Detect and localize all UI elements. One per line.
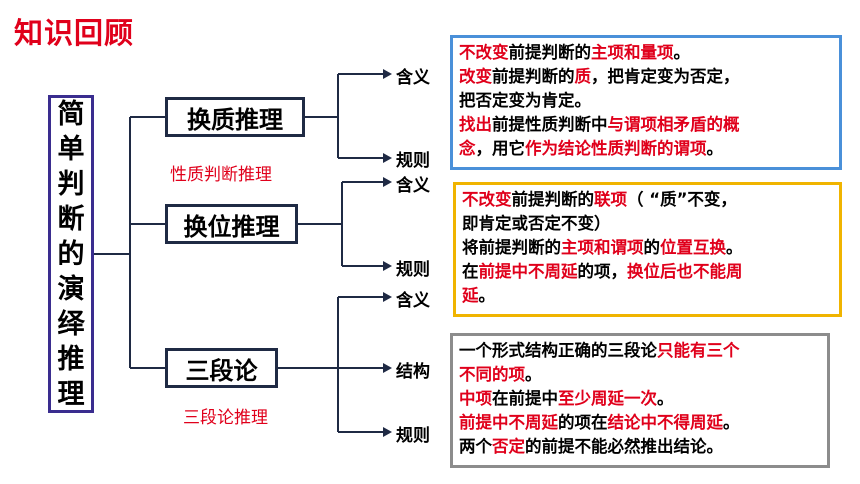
panel-line: 即肯定或否定不变）	[462, 214, 611, 233]
leaf-label: 结构	[396, 362, 430, 382]
panel-line: 念，用它作为结论性质判断的谓项。	[459, 139, 723, 158]
branch-node-obversion: 换质推理	[165, 97, 305, 137]
panel-line: 将前提判断的主项和谓项的位置互换。	[462, 238, 743, 257]
root-char: 的	[57, 238, 85, 270]
branch-subtitle: 三段论推理	[183, 408, 268, 428]
root-char: 判	[57, 168, 85, 200]
panel-line: 改变前提判断的质，把肯定变为否定，	[459, 67, 740, 86]
root-node: 简 单 判 断 的 演 绎 推 理	[48, 95, 94, 413]
panel-conversion: 不改变前提判断的联项（ “质”不变， 即肯定或否定不变） 将前提判断的主项和谓项…	[453, 182, 842, 317]
panel-line: 延。	[462, 286, 495, 305]
root-char: 推	[57, 343, 85, 375]
panel-line: 找出前提性质判断中与谓项相矛盾的概	[459, 115, 740, 134]
panel-obversion: 不改变前提判断的主项和量项。 改变前提判断的质，把肯定变为否定， 把否定变为肯定…	[450, 35, 842, 170]
branch-node-syllogism: 三段论	[165, 348, 278, 388]
root-char: 单	[57, 133, 85, 165]
root-char: 演	[57, 273, 85, 305]
leaf-label: 含义	[396, 176, 430, 196]
panel-line: 两个否定的前提不能必然推出结论。	[459, 437, 723, 456]
leaf-label: 规则	[396, 151, 430, 171]
leaf-label: 含义	[396, 68, 430, 88]
panel-line: 把否定变为肯定。	[459, 91, 591, 110]
branch-node-conversion: 换位推理	[165, 204, 298, 244]
root-char: 断	[57, 203, 85, 235]
panel-line: 一个形式结构正确的三段论只能有三个	[459, 341, 740, 360]
root-char: 绎	[57, 308, 85, 340]
panel-line: 不改变前提判断的联项（ “质”不变，	[462, 190, 737, 209]
panel-line: 中项在前提中至少周延一次。	[459, 389, 674, 408]
leaf-label: 含义	[396, 291, 430, 311]
leaf-label: 规则	[396, 426, 430, 446]
panel-line: 在前提中不周延的项，换位后也不能周	[462, 262, 743, 281]
branch-subtitle: 性质判断推理	[170, 165, 272, 185]
leaf-label: 规则	[396, 260, 430, 280]
page-title: 知识回顾	[14, 16, 135, 50]
panel-line: 前提中不周延的项在结论中不得周延。	[459, 413, 740, 432]
panel-line: 不同的项。	[459, 365, 542, 384]
root-char: 理	[57, 378, 85, 410]
panel-line: 不改变前提判断的主项和量项。	[459, 43, 690, 62]
root-char: 简	[57, 98, 85, 130]
panel-syllogism: 一个形式结构正确的三段论只能有三个 不同的项。 中项在前提中至少周延一次。 前提…	[450, 333, 830, 468]
